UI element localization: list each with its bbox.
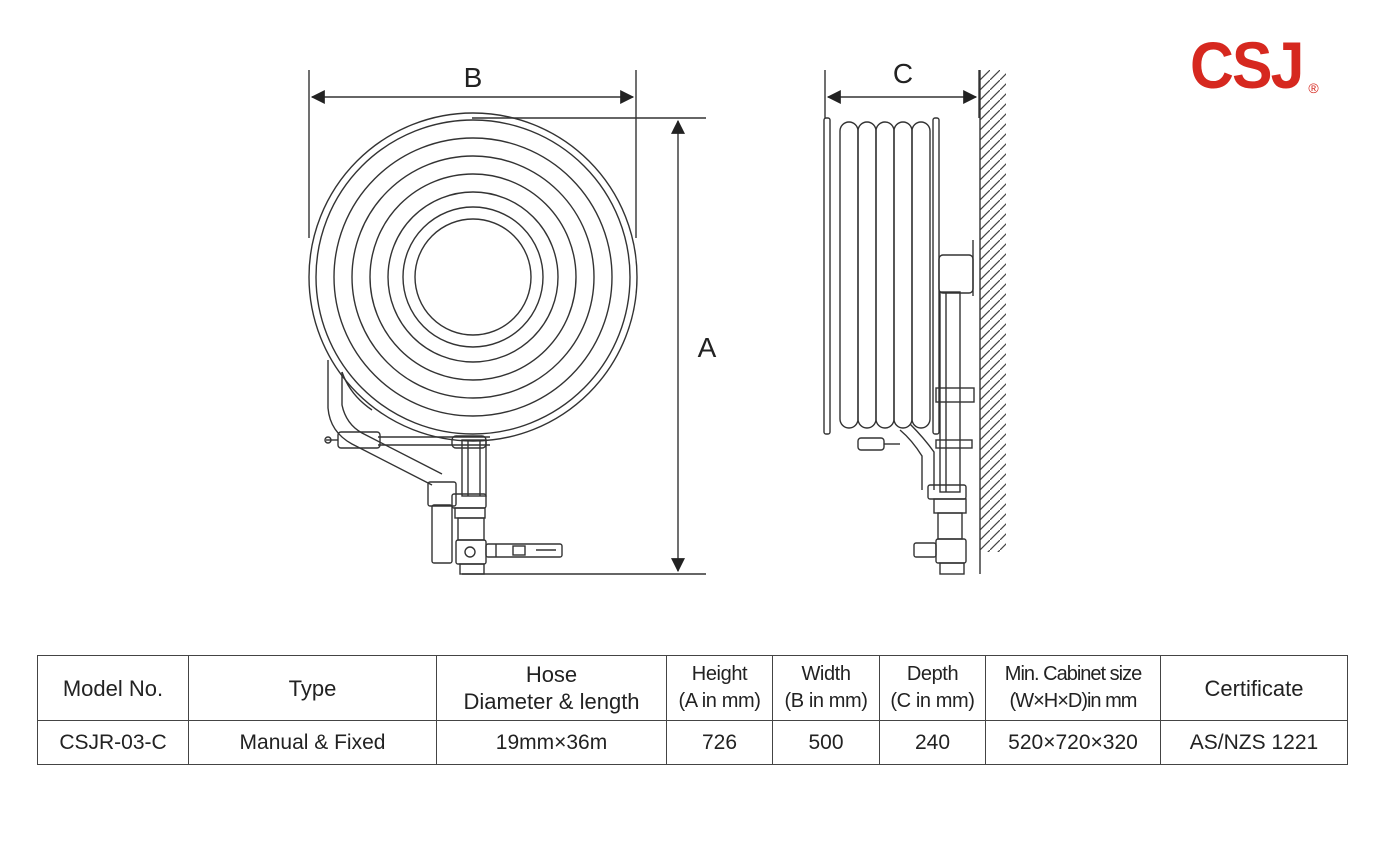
csj-logo: CSJ ®: [1190, 32, 1319, 98]
header-type: Type: [188, 655, 437, 721]
header-model-no: Model No.: [37, 655, 189, 721]
dimension-b-label: B: [464, 62, 483, 93]
wall: [979, 70, 1006, 574]
header-cabinet-size: Min. Cabinet size(W×H×D)in mm: [985, 655, 1161, 721]
cell-height: 726: [666, 720, 773, 765]
valve-assembly: [427, 481, 563, 575]
cell-model-no: CSJR-03-C: [37, 720, 189, 765]
dimension-a-label: A: [698, 332, 717, 363]
support-column: [461, 439, 487, 497]
cell-cabinet-size: 520×720×320: [985, 720, 1161, 765]
side-view: [823, 70, 1006, 575]
wall-bracket: [935, 240, 975, 493]
table-row: CSJR-03-C Manual & Fixed 19mm×36m 726 50…: [37, 720, 1348, 765]
swing-arm-pipe: [327, 360, 443, 486]
header-certificate: Certificate: [1160, 655, 1348, 721]
front-view: [308, 70, 706, 575]
reel-drum-side: [823, 117, 940, 435]
cell-certificate: AS/NZS 1221: [1160, 720, 1348, 765]
cell-width: 500: [772, 720, 880, 765]
brand-wordmark: CSJ: [1190, 28, 1304, 102]
registered-mark: ®: [1308, 80, 1319, 96]
cell-type: Manual & Fixed: [188, 720, 437, 765]
side-valve-assembly: [857, 423, 967, 575]
reel-drum: [308, 112, 638, 442]
cell-depth: 240: [879, 720, 986, 765]
cell-hose: 19mm×36m: [436, 720, 667, 765]
hose-guide-bar: [324, 431, 490, 449]
dimension-c-label: C: [893, 58, 913, 89]
header-width: Width(B in mm): [772, 655, 880, 721]
header-depth: Depth(C in mm): [879, 655, 986, 721]
header-height: Height(A in mm): [666, 655, 773, 721]
hose-reel-dimension-drawing: B A: [308, 58, 1006, 575]
